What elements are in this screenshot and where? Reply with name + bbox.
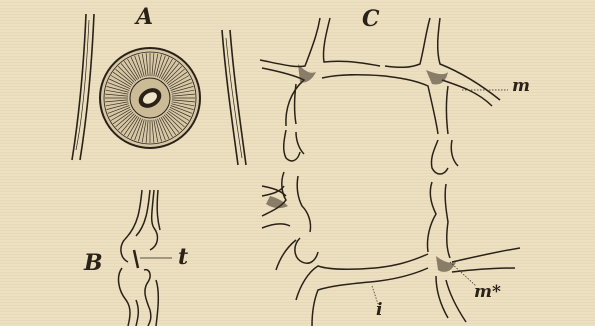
label-m-star: m* [474,284,501,301]
label-b: B [84,252,103,274]
label-c: C [362,8,380,30]
label-m: m [512,78,530,95]
label-i: i [376,302,382,319]
label-t: t [178,246,188,268]
label-a: A [136,6,153,28]
bordered-pit [100,48,200,148]
